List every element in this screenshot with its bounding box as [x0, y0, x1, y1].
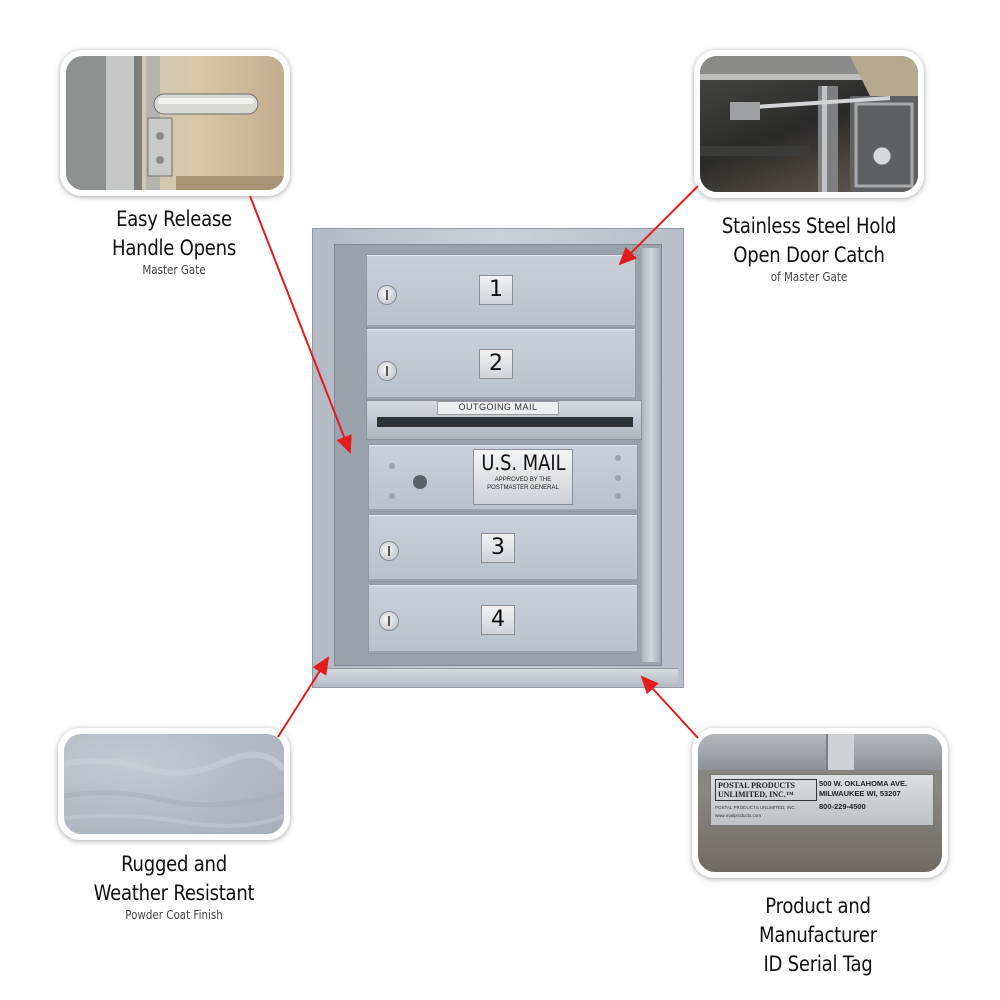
door-3-lock-icon[interactable] — [379, 541, 399, 561]
mailbox-door-4[interactable]: 4 — [368, 584, 638, 654]
us-mail-plaque-line1: APPROVED BY THE — [494, 477, 552, 483]
serial-tag-caption-line2: ID Serial Tag — [763, 952, 873, 976]
door-catch-caption-line2: Open Door Catch — [733, 243, 885, 267]
serial-tag-caption-line1: Product and Manufacturer — [759, 894, 877, 947]
serial-tag-plate: POSTAL PRODUCTS UNLIMITED, INC.™ POSTAL … — [710, 774, 934, 826]
mailbox-right-rail — [642, 248, 660, 662]
us-mail-plaque-line2: POSTMASTER GENERAL — [487, 485, 559, 491]
door-2-lock-icon[interactable] — [377, 361, 397, 381]
master-gate-rivet-icon — [389, 463, 395, 469]
outgoing-mail-label: OUTGOING MAIL — [437, 401, 559, 415]
serial-tag-url: www.mailproducts.com — [715, 813, 762, 818]
door-catch-photo — [694, 50, 924, 198]
master-gate-rivet-icon — [389, 493, 395, 499]
master-gate-rivet-icon — [615, 493, 621, 499]
master-gate[interactable]: U.S. MAIL APPROVED BY THE POSTMASTER GEN… — [368, 444, 638, 512]
serial-tag-company: POSTAL PRODUCTS UNLIMITED, INC.™ — [715, 779, 817, 801]
master-gate-keyhole-icon[interactable] — [413, 475, 427, 489]
us-mail-plaque: U.S. MAIL APPROVED BY THE POSTMASTER GEN… — [473, 449, 573, 505]
serial-tag-address-line2: MILWAUKEE WI, 53207 — [819, 789, 901, 798]
serial-tag-company-line1: POSTAL PRODUCTS — [718, 781, 795, 790]
handle-caption-line1: Easy Release — [116, 207, 232, 231]
handle-caption-subtitle: Master Gate — [142, 263, 206, 277]
serial-tag-phone: 800-229-4500 — [819, 802, 866, 811]
outgoing-mail-slot-opening — [377, 417, 633, 427]
handle-caption-line2: Handle Opens — [111, 236, 236, 260]
mailbox-unit: 1 2 OUTGOING MAIL U.S. MAIL APPROVED BY … — [312, 228, 684, 688]
door-1-lock-icon[interactable] — [377, 285, 397, 305]
door-catch-caption-subtitle: of Master Gate — [770, 270, 848, 284]
serial-tag-photo: POSTAL PRODUCTS UNLIMITED, INC.™ POSTAL … — [692, 728, 948, 878]
door-catch-icon — [700, 56, 918, 192]
powder-coat-texture-icon — [64, 751, 284, 828]
powder-coat-photo — [58, 728, 290, 840]
serial-tag-company-small: POSTAL PRODUCTS UNLIMITED, INC. — [715, 805, 796, 810]
us-mail-plaque-title: U.S. MAIL — [481, 451, 566, 475]
mailbox-door-1[interactable]: 1 — [366, 254, 636, 328]
handle-caption: Easy Release Handle Opens Master Gate — [88, 205, 260, 277]
serial-tag-address-line1: 500 W. OKLAHOMA AVE. — [819, 779, 908, 788]
master-gate-rivet-icon — [615, 475, 621, 481]
serial-tag-address: 500 W. OKLAHOMA AVE. MILWAUKEE WI, 53207… — [819, 779, 931, 812]
door-4-lock-icon[interactable] — [379, 611, 399, 631]
handle-photo — [60, 50, 290, 196]
master-gate-rivet-icon — [615, 455, 621, 461]
door-2-number: 2 — [479, 349, 513, 379]
door-catch-caption-line1: Stainless Steel Hold — [721, 214, 897, 238]
serial-tag-post — [826, 734, 854, 770]
mailbox-door-2[interactable]: 2 — [366, 328, 636, 400]
powder-coat-caption-subtitle: Powder Coat Finish — [125, 908, 223, 922]
door-3-number: 3 — [481, 533, 515, 563]
serial-tag-company-line2: UNLIMITED, INC.™ — [718, 790, 794, 799]
door-4-number: 4 — [481, 605, 515, 635]
powder-coat-caption-line1: Rugged and — [121, 852, 227, 876]
serial-tag-bracket — [698, 734, 942, 770]
mailbox-bottom-sill — [318, 668, 678, 687]
outgoing-mail-slot[interactable]: OUTGOING MAIL — [366, 400, 642, 440]
door-1-number: 1 — [479, 275, 513, 305]
handle-icon — [66, 56, 284, 190]
door-catch-caption: Stainless Steel Hold Open Door Catch of … — [712, 212, 906, 284]
serial-tag-caption: Product and Manufacturer ID Serial Tag — [708, 892, 928, 979]
powder-coat-caption-line2: Weather Resistant — [93, 881, 255, 905]
powder-coat-caption: Rugged and Weather Resistant Powder Coat… — [88, 850, 260, 922]
mailbox-door-3[interactable]: 3 — [368, 514, 638, 582]
